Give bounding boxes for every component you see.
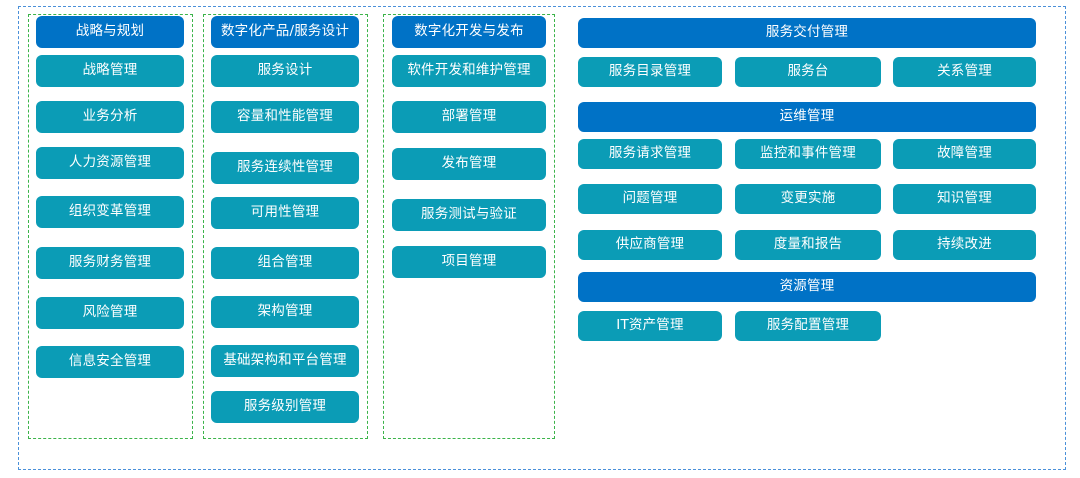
- column-3-item-3[interactable]: 发布管理: [392, 148, 546, 180]
- column-2-item-6[interactable]: 架构管理: [211, 296, 359, 328]
- column-3-item-5[interactable]: 项目管理: [392, 246, 546, 278]
- column-3-item-1[interactable]: 软件开发和维护管理: [392, 55, 546, 87]
- outer-dashed-frame: [18, 6, 1066, 470]
- column-2-item-3[interactable]: 服务连续性管理: [211, 152, 359, 184]
- group-3-item-1[interactable]: IT资产管理: [578, 311, 722, 341]
- group-1-header[interactable]: 服务交付管理: [578, 18, 1036, 48]
- group-2-item-9[interactable]: 持续改进: [893, 230, 1036, 260]
- group-2-header[interactable]: 运维管理: [578, 102, 1036, 132]
- column-1-item-1[interactable]: 战略管理: [36, 55, 184, 87]
- group-2-item-5[interactable]: 变更实施: [735, 184, 881, 214]
- column-1-item-6[interactable]: 风险管理: [36, 297, 184, 329]
- column-1-item-5[interactable]: 服务财务管理: [36, 247, 184, 279]
- group-2-item-2[interactable]: 监控和事件管理: [735, 139, 881, 169]
- column-2-item-7[interactable]: 基础架构和平台管理: [211, 345, 359, 377]
- group-3-header[interactable]: 资源管理: [578, 272, 1036, 302]
- column-frame-3: [383, 14, 555, 439]
- column-2-item-8[interactable]: 服务级别管理: [211, 391, 359, 423]
- column-2-item-1[interactable]: 服务设计: [211, 55, 359, 87]
- group-2-item-7[interactable]: 供应商管理: [578, 230, 722, 260]
- group-2-item-6[interactable]: 知识管理: [893, 184, 1036, 214]
- column-2-item-4[interactable]: 可用性管理: [211, 197, 359, 229]
- column-2-item-5[interactable]: 组合管理: [211, 247, 359, 279]
- column-1-item-3[interactable]: 人力资源管理: [36, 147, 184, 179]
- column-3-item-4[interactable]: 服务测试与验证: [392, 199, 546, 231]
- column-1-item-2[interactable]: 业务分析: [36, 101, 184, 133]
- group-2-item-8[interactable]: 度量和报告: [735, 230, 881, 260]
- group-2-item-1[interactable]: 服务请求管理: [578, 139, 722, 169]
- group-1-item-2[interactable]: 服务台: [735, 57, 881, 87]
- group-1-item-3[interactable]: 关系管理: [893, 57, 1036, 87]
- column-1-item-7[interactable]: 信息安全管理: [36, 346, 184, 378]
- column-2-header[interactable]: 数字化产品/服务设计: [211, 16, 359, 48]
- column-3-header[interactable]: 数字化开发与发布: [392, 16, 546, 48]
- column-frame-1: [28, 14, 193, 439]
- group-3-item-2[interactable]: 服务配置管理: [735, 311, 881, 341]
- column-2-item-2[interactable]: 容量和性能管理: [211, 101, 359, 133]
- column-1-header[interactable]: 战略与规划: [36, 16, 184, 48]
- group-2-item-4[interactable]: 问题管理: [578, 184, 722, 214]
- column-frame-2: [203, 14, 368, 439]
- column-1-item-4[interactable]: 组织变革管理: [36, 196, 184, 228]
- group-1-item-1[interactable]: 服务目录管理: [578, 57, 722, 87]
- column-3-item-2[interactable]: 部署管理: [392, 101, 546, 133]
- group-2-item-3[interactable]: 故障管理: [893, 139, 1036, 169]
